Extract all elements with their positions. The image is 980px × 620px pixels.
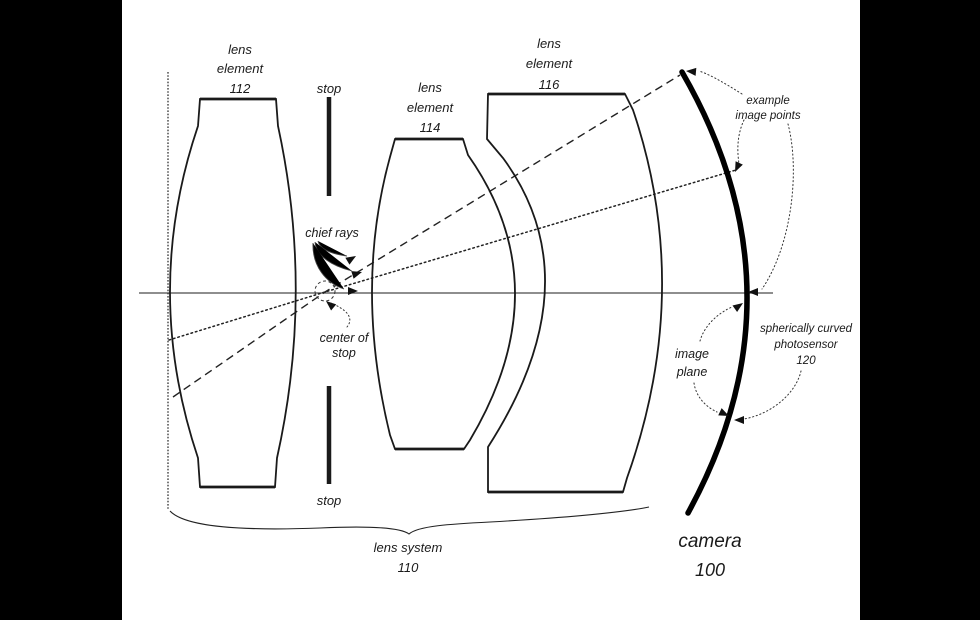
chief-ray-dotted [168,169,737,341]
center-of-stop-circle [314,280,336,302]
arrowhead-center-of-stop [326,301,337,311]
lens-system-brace [169,506,650,535]
label-photosensor-line1: spherically curved [760,323,853,335]
label-camera-line2: 100 [695,560,725,580]
image-points-leader-axis [761,123,794,290]
arrowhead-dashed-ray [345,256,356,265]
arrowhead-axis-ray [348,287,358,295]
label-lens-112-line1: lens [228,42,252,57]
label-lens-112-line3: 112 [230,81,251,96]
left-matte [0,0,122,620]
lens-element-114-shape [371,138,516,450]
image-points-leader-top [698,70,743,95]
label-lens-116-line3: 116 [539,77,560,92]
arrowhead-dotted-ray [351,271,362,279]
arrowhead-image-point-axis [748,288,758,296]
label-photosensor-line2: photosensor [773,339,838,351]
label-lens-system-line2: 110 [398,560,419,575]
label-lens-114-line3: 114 [420,120,441,135]
right-matte [860,0,980,620]
label-lens-114-line2: element [407,100,455,115]
chief-rays-leader-3 [312,242,345,290]
arrowhead-image-point-top [686,67,697,76]
image-points-leader-mid [737,119,745,165]
arrowhead-photosensor [734,416,744,424]
label-center-of-stop-line1: center of [320,331,370,345]
photosensor-leader [743,370,802,420]
label-stop-top: stop [317,81,342,96]
label-camera-line1: camera [678,531,741,552]
label-image-plane-line2: plane [676,365,708,379]
label-lens-116-line2: element [526,56,574,71]
label-image-points-line2: image points [735,110,800,122]
arrowhead-image-plane-bottom [718,408,729,416]
label-center-of-stop-line2: stop [332,346,356,360]
chief-rays-leader-2 [314,241,353,272]
label-image-points-line1: example [746,95,789,107]
chief-rays-leader-1 [317,240,348,257]
label-photosensor-line3: 120 [796,355,816,367]
label-lens-114-line1: lens [418,80,442,95]
image-plane-leader-top [699,306,733,342]
label-lens-112-line2: element [217,61,265,76]
image-plane-leader-bottom [693,382,718,413]
label-image-plane-line1: image [675,347,709,361]
label-lens-116-line1: lens [537,36,561,51]
photosensor-arc [679,69,750,516]
arrowhead-image-point-mid [735,161,743,172]
label-chief-rays: chief rays [305,226,359,240]
label-stop-bottom: stop [317,493,342,508]
label-lens-system-line1: lens system [374,540,443,555]
arrowhead-image-plane-top [732,303,743,313]
